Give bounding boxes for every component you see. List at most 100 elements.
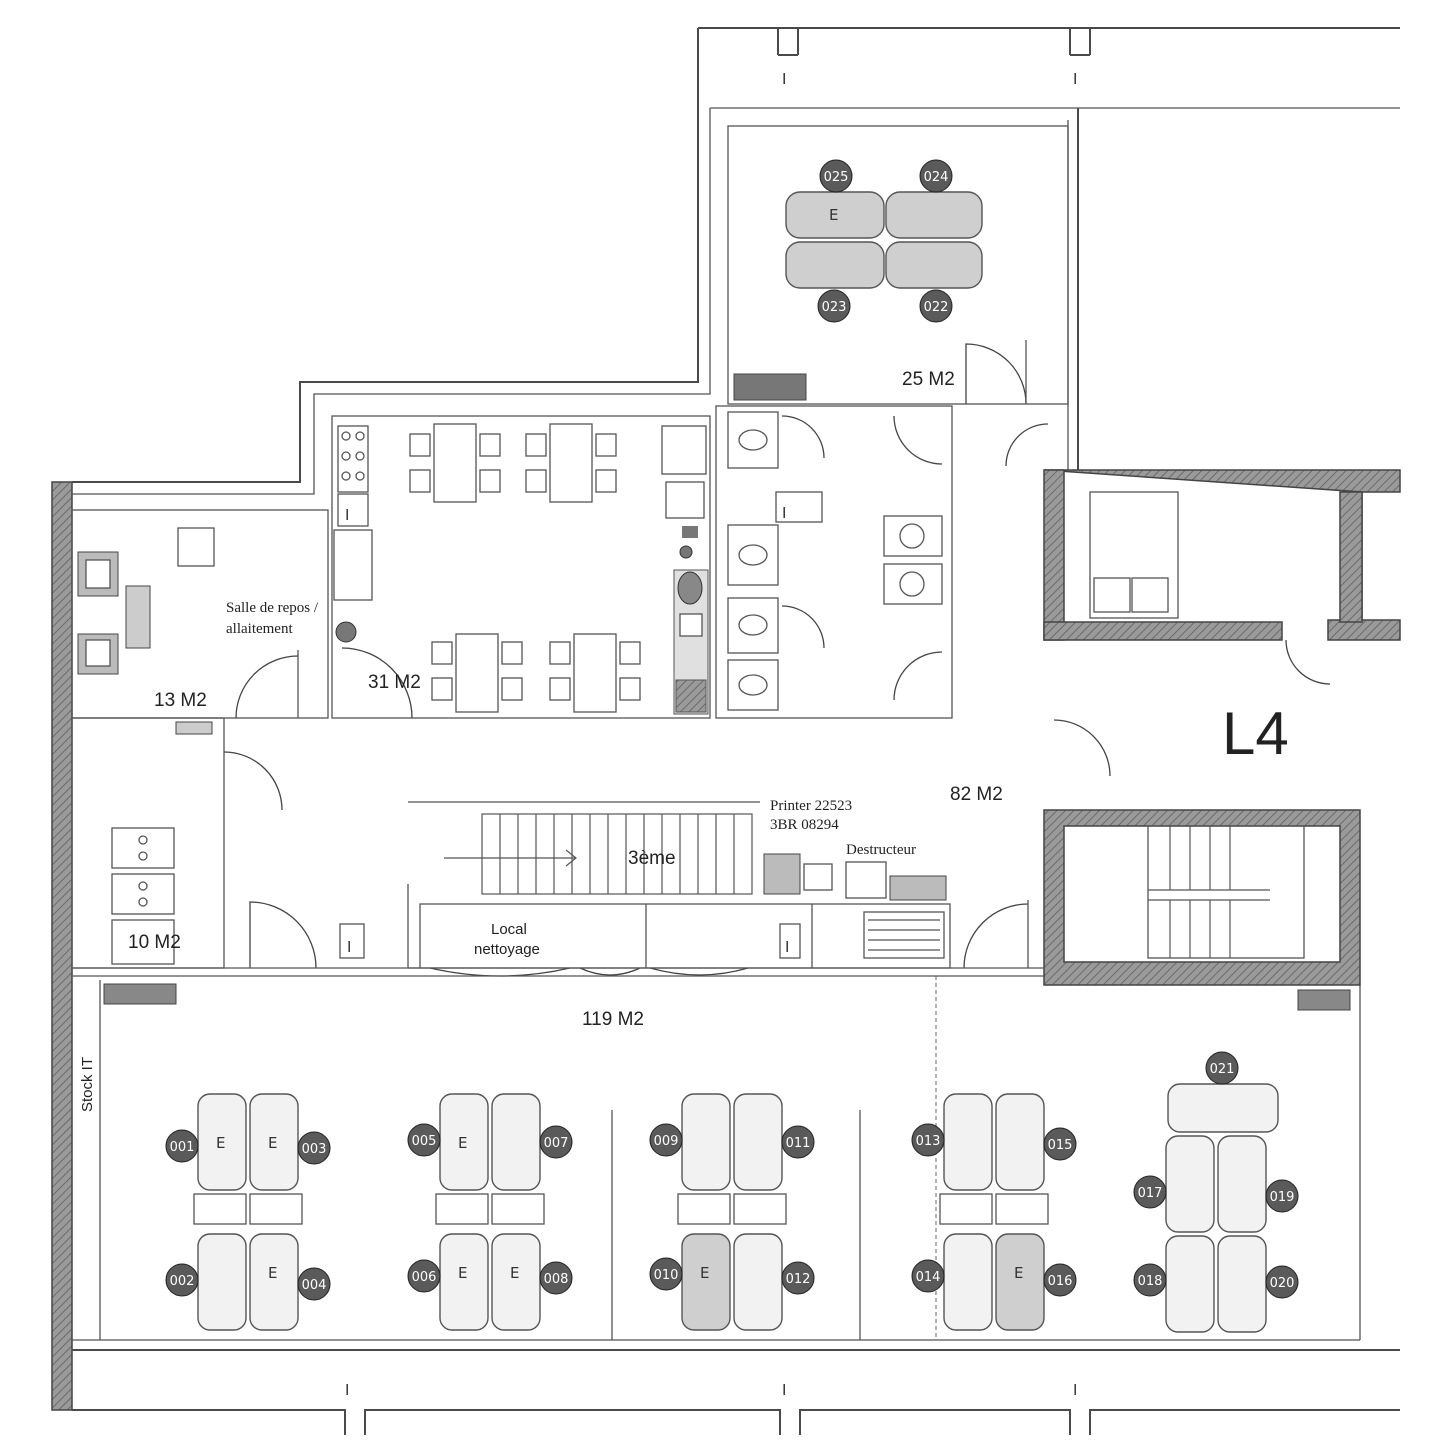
svg-text:I: I (782, 504, 786, 522)
seat-024[interactable]: 024 (919, 159, 953, 193)
desk (1165, 1235, 1215, 1333)
desk (681, 1093, 731, 1191)
desk-marker: E (700, 1264, 709, 1282)
restrooms: I (715, 405, 953, 719)
seat-021[interactable]: 021 (1205, 1051, 1239, 1085)
desk (1167, 1083, 1279, 1133)
seat-002[interactable]: 002 (165, 1263, 199, 1297)
desk (943, 1233, 993, 1331)
area-kitchen: 31 M2 (368, 672, 421, 693)
svg-text:I: I (345, 1381, 349, 1399)
seat-label: 014 (916, 1270, 941, 1285)
seat-label: 019 (1270, 1190, 1295, 1205)
desk-marker: E (458, 1134, 467, 1152)
desk (1165, 1135, 1215, 1233)
seat-label: 004 (302, 1278, 327, 1293)
seat-label: 020 (1270, 1276, 1295, 1291)
seat-004[interactable]: 004 (297, 1267, 331, 1301)
seat-007[interactable]: 007 (539, 1125, 573, 1159)
seat-label: 010 (654, 1268, 679, 1283)
seat-008[interactable]: 008 (539, 1261, 573, 1295)
area-meeting-room: 25 M2 (902, 369, 955, 390)
seat-label: 002 (170, 1274, 195, 1289)
desk (491, 1233, 541, 1331)
seat-label: 006 (412, 1270, 437, 1285)
desk-marker: E (268, 1264, 277, 1282)
desk-marker: E (510, 1264, 519, 1282)
seat-label: 011 (786, 1136, 811, 1151)
area-rest-room: 13 M2 (154, 690, 207, 711)
seat-label: 016 (1048, 1274, 1073, 1289)
seat-012[interactable]: 012 (781, 1261, 815, 1295)
seat-label: 007 (544, 1136, 569, 1151)
area-small-room: 10 M2 (128, 932, 181, 953)
seat-label: 013 (916, 1134, 941, 1149)
seat-015[interactable]: 015 (1043, 1127, 1077, 1161)
desk (1217, 1135, 1267, 1233)
printer-label-2: 3BR 08294 (770, 817, 839, 833)
cleaning-label-2: nettoyage (474, 941, 540, 958)
desk-marker: E (1014, 1264, 1023, 1282)
outer-walls: I I I I I (51, 27, 1400, 1435)
seat-019[interactable]: 019 (1265, 1179, 1299, 1213)
seat-017[interactable]: 017 (1133, 1175, 1167, 1209)
seat-014[interactable]: 014 (911, 1259, 945, 1293)
small-room: 10 M2 (71, 717, 317, 969)
seat-005[interactable]: 005 (407, 1123, 441, 1157)
seat-label: 025 (824, 170, 849, 185)
desk-marker: E (458, 1264, 467, 1282)
seat-022[interactable]: 022 (919, 289, 953, 323)
cleaning-label-1: Local (491, 921, 527, 938)
right-core: L4 82 M2 (950, 423, 1401, 1011)
rest-room-label-1: Salle de repos / (226, 600, 319, 616)
seat-020[interactable]: 020 (1265, 1265, 1299, 1299)
seat-label: 015 (1048, 1138, 1073, 1153)
stock-it-label: Stock IT (79, 1057, 96, 1112)
meeting-room: E 25 M2 (727, 125, 1069, 405)
seat-009[interactable]: 009 (649, 1123, 683, 1157)
desk-marker: E (829, 206, 838, 224)
seat-011[interactable]: 011 (781, 1125, 815, 1159)
desk (249, 1093, 299, 1191)
stair-steps (499, 814, 735, 894)
svg-text:I: I (1073, 1381, 1077, 1399)
seat-016[interactable]: 016 (1043, 1263, 1077, 1297)
seat-003[interactable]: 003 (297, 1131, 331, 1165)
desk-marker: E (216, 1134, 225, 1152)
desk (995, 1233, 1045, 1331)
desk (1217, 1235, 1267, 1333)
seat-018[interactable]: 018 (1133, 1263, 1167, 1297)
seat-label: 003 (302, 1142, 327, 1157)
rest-room: Salle de repos / allaitement 13 M2 (71, 509, 329, 719)
seat-markers: 001 002 003 004 005 006 007 008 009 010 011 012 013 0… (165, 159, 1299, 1301)
desk (733, 1093, 783, 1191)
desk (491, 1093, 541, 1191)
seat-013[interactable]: 013 (911, 1123, 945, 1157)
left-wall (51, 481, 73, 1411)
seat-label: 008 (544, 1272, 569, 1287)
svg-text:I: I (347, 938, 351, 956)
desk (439, 1233, 489, 1331)
floor-level: 3ème (628, 848, 676, 869)
seat-025[interactable]: 025 (819, 159, 853, 193)
seat-006[interactable]: 006 (407, 1259, 441, 1293)
seat-label: 009 (654, 1134, 679, 1149)
open-space: Stock IT 119 M2 (72, 967, 1044, 1340)
seat-010[interactable]: 010 (649, 1257, 683, 1291)
seat-023[interactable]: 023 (817, 289, 851, 323)
area-corridor: 82 M2 (950, 784, 1003, 805)
seat-001[interactable]: 001 (165, 1129, 199, 1163)
seat-label: 001 (170, 1140, 195, 1155)
desk (681, 1233, 731, 1331)
svg-text:I: I (1073, 70, 1077, 88)
top-outer-wall (72, 28, 699, 483)
desk (733, 1233, 783, 1331)
desk (943, 1093, 993, 1191)
seat-label: 017 (1138, 1186, 1163, 1201)
area-open-space: 119 M2 (582, 1009, 644, 1030)
desk-marker: E (268, 1134, 277, 1152)
seat-label: 023 (822, 300, 847, 315)
desk (995, 1093, 1045, 1191)
svg-text:I: I (345, 506, 349, 524)
